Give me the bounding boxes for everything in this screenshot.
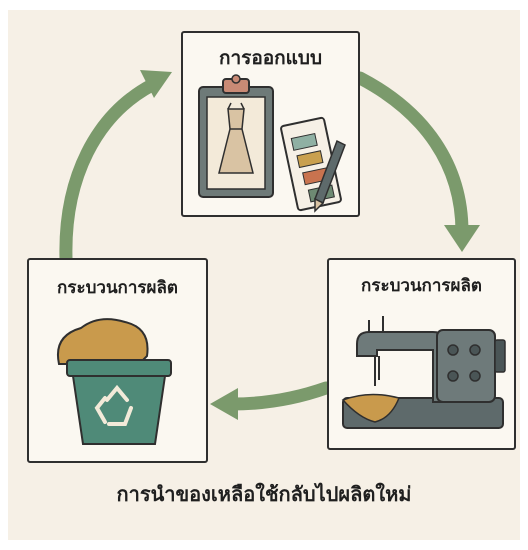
production-box-left-title: กระบวนการผลิต [57, 278, 178, 298]
sewing-machine-icon [341, 316, 506, 429]
arrow-reuse-to-design [59, 78, 159, 265]
arrow-head-down [444, 225, 480, 252]
production-box-right-title: กระบวนการผลิต [361, 276, 482, 296]
recycle-illustration [57, 318, 172, 445]
arrow-head-up-right [140, 70, 172, 98]
design-box-title: การออกแบบ [218, 47, 323, 69]
arrow-head-left [210, 388, 238, 420]
clipboard-dress-icon [198, 74, 274, 198]
production-box-right: กระบวนการผลิต [327, 258, 516, 450]
pencil-icon [314, 139, 346, 213]
arrow-production-to-reuse [225, 381, 333, 411]
production-box-left: กระบวนการผลิต [27, 258, 208, 463]
design-illustration [198, 74, 346, 213]
sewing-machine-illustration [341, 316, 506, 429]
diagram-caption: การนำของเหลือใช้กลับไปผลิตใหม่ [116, 482, 412, 506]
design-box: การออกแบบ [181, 31, 360, 217]
arrow-design-to-production [353, 71, 469, 239]
recycle-bin-icon [57, 318, 172, 445]
